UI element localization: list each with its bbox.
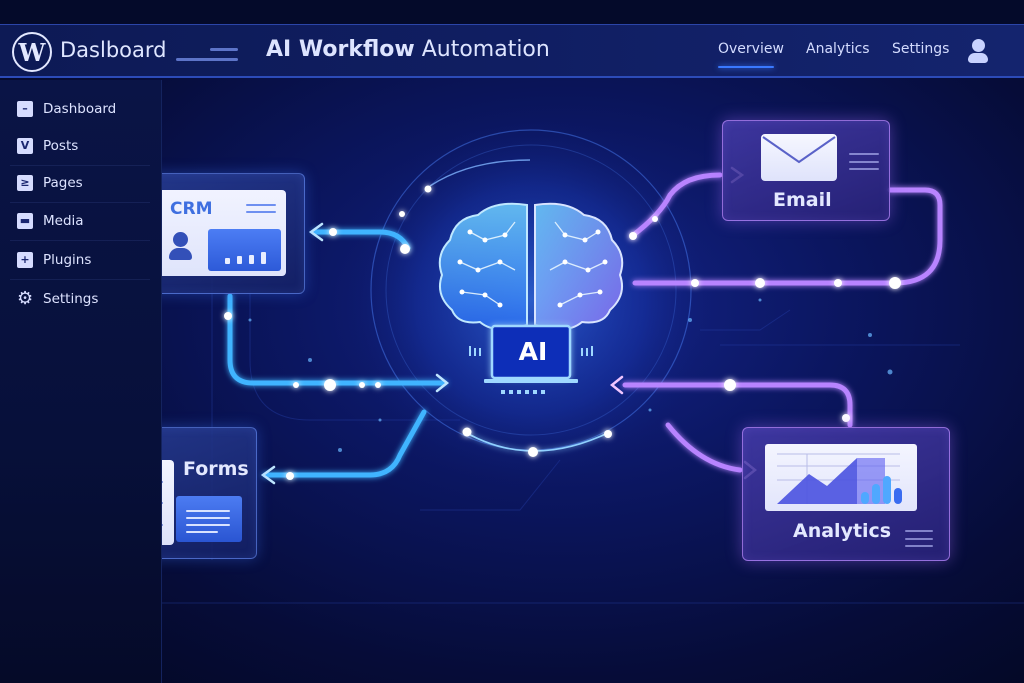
nav-analytics[interactable]: Analytics	[806, 41, 870, 57]
forms-label: Forms	[183, 458, 249, 480]
sidebar-divider	[10, 202, 150, 203]
nav-overview[interactable]: Overview	[718, 41, 784, 57]
user-icon[interactable]	[967, 39, 989, 65]
sidebar-item-label: Pages	[43, 175, 83, 191]
gear-icon: ⚙	[17, 288, 34, 309]
pages-icon: ≥	[17, 175, 33, 191]
active-nav-indicator	[718, 66, 774, 68]
hub-label: AI	[518, 337, 548, 366]
chart-icon	[765, 444, 917, 511]
sidebar-item-plugins[interactable]: + Plugins	[0, 241, 160, 279]
forms-node[interactable]: ✓ ✓ ✓ Forms	[162, 427, 257, 559]
ai-chip-icon	[469, 324, 593, 394]
sidebar-item-posts[interactable]: V Posts	[0, 127, 160, 165]
top-strip	[0, 0, 1024, 24]
flow-connections	[162, 110, 1024, 604]
sidebar-item-label: Dashboard	[43, 101, 117, 117]
sidebar-divider	[10, 279, 150, 280]
nav-settings[interactable]: Settings	[892, 41, 950, 57]
document-folder-icon	[176, 496, 242, 542]
media-icon: ▬	[17, 213, 33, 229]
sidebar: – Dashboard V Posts ≥ Pages ▬ Media + Pl…	[0, 80, 162, 683]
sidebar-item-label: Posts	[43, 138, 79, 154]
brand-name[interactable]: Daslboard	[60, 38, 167, 62]
workflow-canvas: AI CRM Email ✓ ✓ ✓	[162, 80, 1024, 683]
sidebar-item-dashboard[interactable]: – Dashboard	[0, 90, 160, 128]
wordpress-logo-icon[interactable]: W	[12, 32, 52, 72]
sidebar-item-media[interactable]: ▬ Media	[0, 202, 160, 240]
page-title-rest: Automation	[414, 37, 550, 62]
envelope-icon	[761, 134, 837, 181]
crm-node[interactable]: CRM	[162, 173, 305, 294]
analytics-label: Analytics	[793, 520, 892, 542]
clipboard-icon: ✓ ✓ ✓	[162, 460, 174, 545]
brain-icon	[438, 202, 624, 331]
email-node[interactable]: Email	[722, 120, 890, 221]
sidebar-item-label: Media	[43, 213, 84, 229]
email-label: Email	[773, 189, 832, 211]
crm-card-icon: CRM	[162, 190, 286, 276]
plugins-icon: +	[17, 252, 33, 268]
dashboard-icon: –	[17, 101, 33, 117]
sidebar-item-label: Settings	[43, 291, 99, 307]
analytics-node[interactable]: Analytics	[742, 427, 950, 561]
sidebar-item-pages[interactable]: ≥ Pages	[0, 164, 160, 202]
sidebar-divider	[10, 165, 150, 166]
bar-chart-folder-icon	[208, 229, 281, 271]
sidebar-item-settings[interactable]: ⚙ Settings	[0, 280, 160, 318]
page-title: AI Workflow Automation	[266, 37, 550, 62]
menu-toggle-icon[interactable]	[176, 45, 238, 61]
crm-label: CRM	[170, 199, 213, 219]
sidebar-item-label: Plugins	[43, 252, 92, 268]
app-header: W Daslboard AI Workflow Automation Overv…	[0, 24, 1024, 78]
page-title-bold: AI Workflow	[266, 37, 415, 62]
posts-icon: V	[17, 138, 33, 154]
sidebar-divider	[10, 240, 150, 241]
